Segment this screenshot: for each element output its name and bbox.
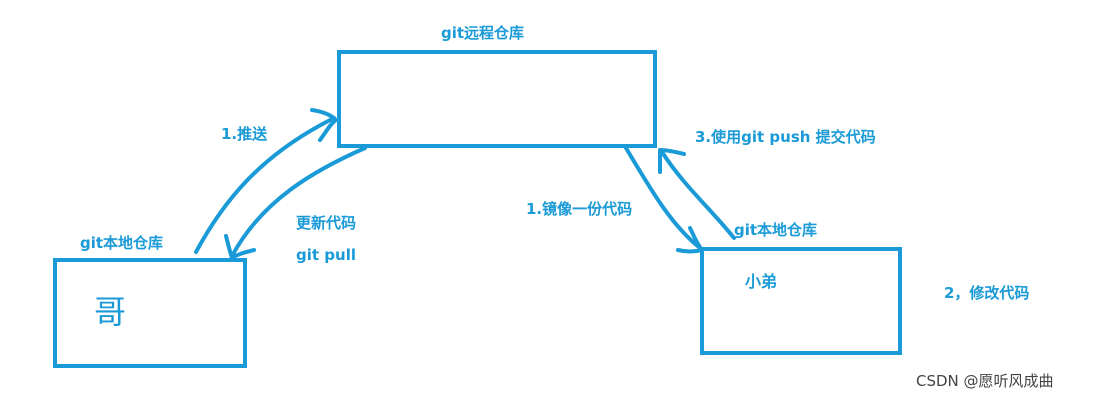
modify-label: 2，修改代码 <box>944 284 1030 302</box>
mirror-arrow <box>624 146 702 250</box>
submit-label: 3.使用git push 提交代码 <box>695 128 876 146</box>
local-repo-left-content: 哥 <box>94 293 127 331</box>
watermark-text: CSDN @愿听风成曲 <box>916 372 1054 390</box>
remote-repo-title: git远程仓库 <box>441 24 525 42</box>
local-repo-right-box <box>700 247 902 355</box>
local-repo-right-title: git本地仓库 <box>734 221 818 239</box>
local-repo-left-box <box>53 258 247 368</box>
local-repo-left-title: git本地仓库 <box>80 234 164 252</box>
remote-repo-box <box>337 50 657 148</box>
push-arrow <box>194 116 336 254</box>
push-arrow-head <box>310 108 338 142</box>
update-label-line2: git pull <box>296 246 356 264</box>
push-label: 1.推送 <box>221 125 268 143</box>
submit-arrow <box>660 150 736 240</box>
local-repo-right-content: 小弟 <box>745 272 778 291</box>
mirror-label: 1.镜像一份代码 <box>526 200 633 218</box>
submit-arrow-head <box>658 148 686 174</box>
update-label-line1: 更新代码 <box>296 214 357 232</box>
pull-arrow <box>230 146 367 258</box>
